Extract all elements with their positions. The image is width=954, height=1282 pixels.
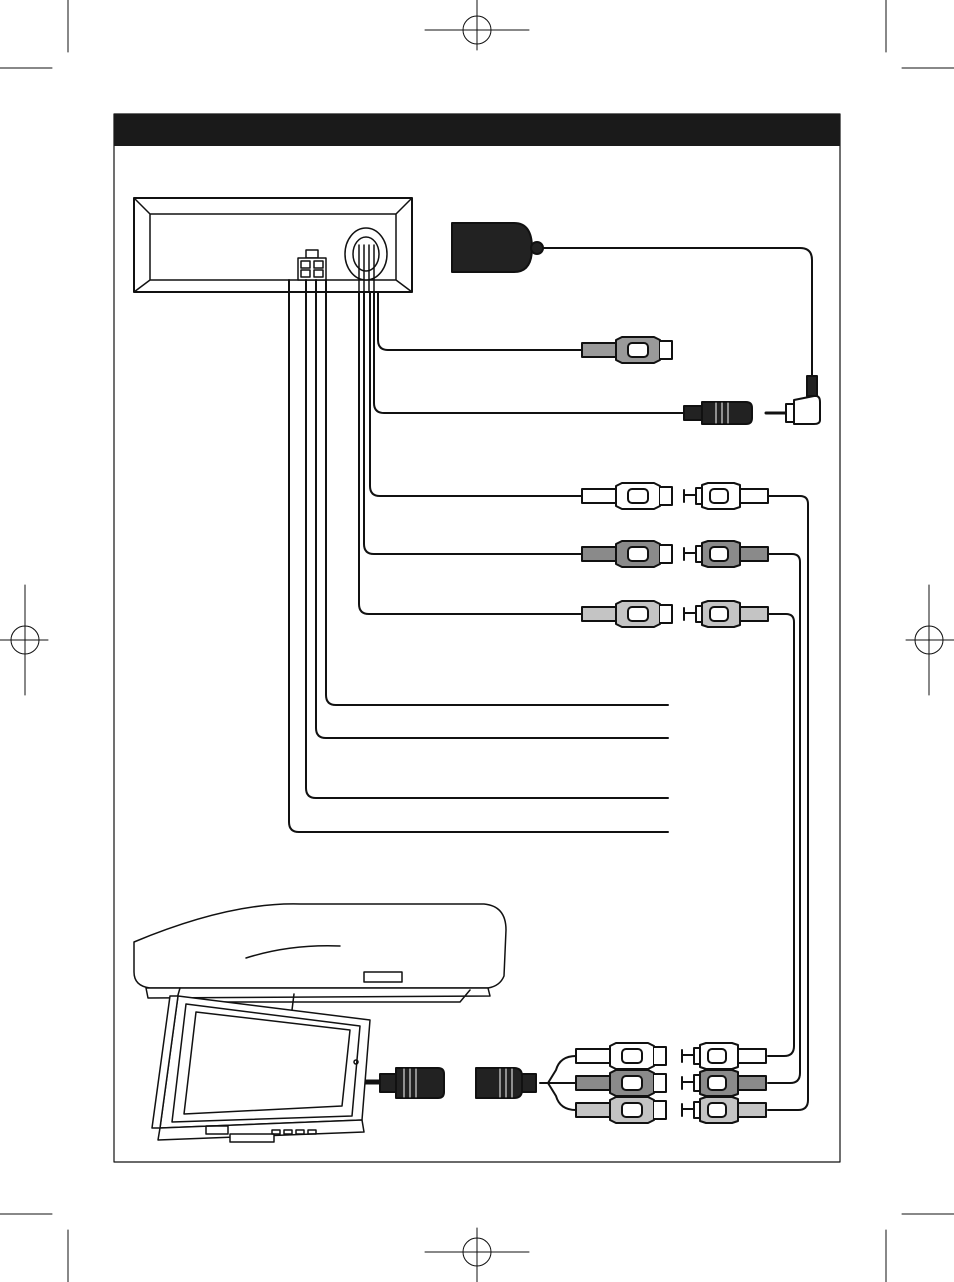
- registration-mark-top: [425, 0, 529, 50]
- overhead-flip-down-monitor: [134, 904, 506, 1142]
- mini-plug-angled: [766, 376, 820, 424]
- rca-pair-red-monitor: [576, 1070, 766, 1096]
- rca-pair-red: [582, 541, 768, 567]
- monitor-av-connector: [362, 1068, 444, 1098]
- header-bar: [114, 114, 840, 146]
- rca-pair-white-monitor: [576, 1043, 766, 1069]
- rca-pair-white: [582, 483, 768, 509]
- rca-jack-gray: [582, 337, 672, 363]
- rca-interconnect-cables: [768, 496, 808, 1110]
- rca-pair-yellow-monitor: [576, 1097, 766, 1123]
- mini-jack-socket: [684, 402, 752, 424]
- registration-mark-bottom: [425, 1228, 529, 1282]
- rca-pair-yellow: [582, 601, 768, 627]
- registration-mark-left: [0, 585, 48, 695]
- registration-mark-right: [906, 585, 954, 695]
- splitter-harness: [476, 1056, 576, 1110]
